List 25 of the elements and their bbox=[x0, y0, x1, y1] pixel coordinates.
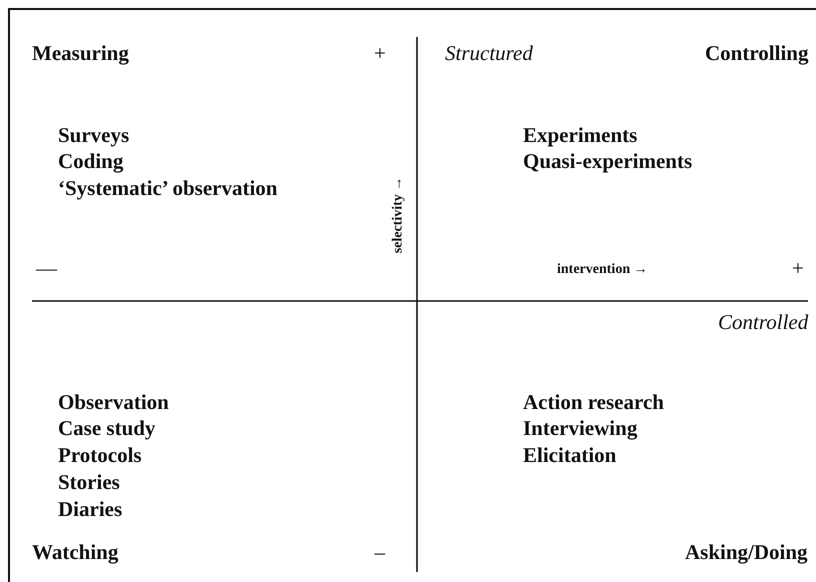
plus-sign: + bbox=[374, 41, 386, 65]
method-item: Stories bbox=[58, 470, 120, 494]
axis-end-label: Controlled bbox=[718, 310, 808, 334]
axis-label: intervention → bbox=[557, 262, 648, 278]
quadrant-title: Controlling bbox=[705, 41, 808, 65]
quadrant-title: Asking/Doing bbox=[685, 540, 808, 564]
method-item: Elicitation bbox=[523, 443, 616, 467]
method-item: Coding bbox=[58, 149, 124, 173]
method-item: Quasi-experiments bbox=[523, 149, 692, 173]
method-item: Diaries bbox=[58, 497, 122, 521]
minus-sign: – bbox=[374, 540, 385, 564]
method-item: Experiments bbox=[523, 123, 638, 147]
axis-end-label: Structured bbox=[445, 41, 533, 65]
method-item: Observation bbox=[58, 390, 169, 414]
method-item: Protocols bbox=[58, 443, 142, 467]
method-item: ‘Systematic’ observation bbox=[58, 176, 278, 200]
method-item: Case study bbox=[58, 416, 156, 440]
axis-label: selectivity → bbox=[390, 176, 406, 254]
method-item: Action research bbox=[523, 390, 664, 414]
plus-sign: + bbox=[792, 256, 804, 280]
quadrant-title: Watching bbox=[32, 540, 118, 564]
method-item: Surveys bbox=[58, 123, 130, 147]
minus-sign: — bbox=[36, 256, 57, 280]
quadrant-title: Measuring bbox=[32, 41, 129, 65]
method-item: Interviewing bbox=[523, 416, 638, 440]
